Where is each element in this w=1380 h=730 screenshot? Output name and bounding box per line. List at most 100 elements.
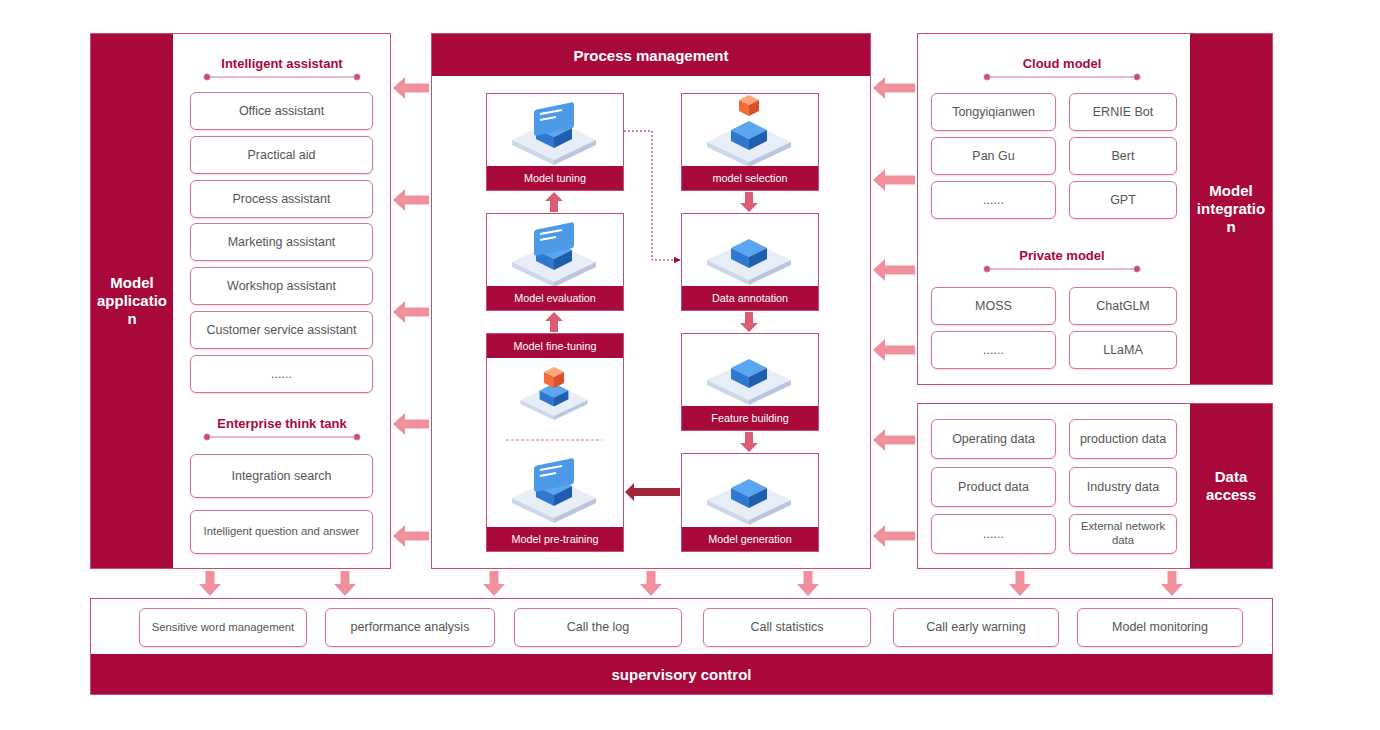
control-panel: supervisory controlSensitive word manage…	[90, 598, 1273, 695]
heading-dot	[1134, 266, 1140, 272]
item-box: External network data	[1069, 514, 1177, 554]
item-label: ......	[978, 193, 1009, 208]
flow-arrow	[740, 312, 758, 332]
item-box: MOSS	[931, 287, 1056, 325]
process-card: model selection	[681, 93, 819, 191]
heading-rule	[987, 269, 1137, 270]
item-label: Model monitoring	[1107, 620, 1213, 635]
card-caption: Model fine-tuning	[487, 334, 623, 358]
item-label: Workshop assistant	[222, 279, 341, 294]
finetune-illustration	[520, 383, 587, 420]
item-box: Model monitoring	[1077, 608, 1243, 647]
flow-arrow	[545, 192, 563, 212]
card-caption: Model pre-training	[487, 527, 623, 551]
item-box: Office assistant	[190, 92, 373, 130]
item-box: GPT	[1069, 181, 1177, 219]
flow-arrow	[873, 77, 915, 361]
item-box: LLaMA	[1069, 331, 1177, 369]
item-label: MOSS	[970, 299, 1017, 314]
item-box: Call the log	[514, 608, 682, 647]
heading-dot	[204, 74, 210, 80]
item-label: ......	[978, 527, 1009, 542]
process-panel: Process management model selectionData an…	[431, 33, 871, 569]
flow-arrow	[393, 77, 429, 547]
panel-title: Model integration	[1190, 34, 1272, 384]
item-box: ......	[931, 331, 1056, 369]
item-label: Tongyiqianwen	[947, 105, 1040, 120]
flow-arrow	[483, 571, 819, 596]
panel-title: Process management	[432, 34, 870, 76]
dashed-separator	[506, 440, 602, 441]
generation-illustration	[707, 479, 791, 525]
item-label: Bert	[1107, 149, 1140, 164]
item-box: Operating data	[931, 419, 1056, 459]
item-label: ......	[266, 367, 297, 382]
pretrain-screen	[534, 458, 574, 493]
tuning-screen	[534, 102, 574, 137]
item-label: Sensitive word management	[147, 621, 300, 635]
annotation-illustration	[707, 239, 791, 285]
item-box: Process assistant	[190, 180, 373, 218]
item-label: Call statistics	[746, 620, 829, 635]
side-panel: Data accessproduction dataOperating data…	[917, 403, 1273, 569]
item-label: Call early warning	[921, 620, 1030, 635]
item-box: Sensitive word management	[139, 608, 307, 647]
heading-rule	[207, 437, 357, 438]
item-label: External network data	[1070, 520, 1176, 547]
flow-arrow	[873, 429, 915, 547]
item-label: Integration search	[226, 469, 336, 484]
item-label: Product data	[953, 480, 1034, 495]
flow-arrow	[740, 192, 758, 212]
item-box: performance analysis	[325, 608, 495, 647]
heading-dot	[204, 434, 210, 440]
selection-illustration	[707, 121, 791, 167]
item-label: Pan Gu	[967, 149, 1019, 164]
process-card: Model fine-tuningModel pre-training	[486, 333, 624, 552]
section-heading: Private model	[1019, 248, 1104, 263]
item-box: Call early warning	[893, 608, 1059, 647]
card-illustrations	[506, 95, 791, 525]
flow-arrow	[1009, 571, 1183, 596]
item-box: Workshop assistant	[190, 267, 373, 305]
selection-cube	[739, 95, 759, 116]
item-label: performance analysis	[346, 620, 475, 635]
card-caption: model selection	[682, 166, 818, 190]
card-caption: Model tuning	[487, 166, 623, 190]
item-box: ......	[931, 514, 1056, 554]
process-card: Data annotation	[681, 213, 819, 311]
panel-title: Model application	[91, 34, 173, 568]
heading-dot	[1134, 74, 1140, 80]
evaluation-screen	[534, 222, 574, 257]
flow-arrow	[740, 432, 758, 452]
section-heading: Intelligent assistant	[221, 56, 342, 71]
item-box: Customer service assistant	[190, 311, 373, 349]
feedback-arrow	[624, 131, 680, 260]
flow-arrow	[199, 571, 356, 596]
item-box: Intelligent question and answer	[190, 510, 373, 554]
flow-arrow	[545, 312, 563, 332]
item-label: Customer service assistant	[201, 323, 361, 338]
item-box: production data	[1069, 419, 1177, 459]
feature-illustration	[707, 359, 791, 405]
item-box: Industry data	[1069, 467, 1177, 507]
card-caption: Data annotation	[682, 286, 818, 310]
item-label: ......	[978, 343, 1009, 358]
item-label: Office assistant	[234, 104, 329, 119]
side-panel: Model integration ERNIE Bot TongyiqianwenB…	[917, 33, 1273, 385]
item-label: Marketing assistant	[223, 235, 341, 250]
item-label: Intelligent question and answer	[199, 525, 365, 539]
item-label: Practical aid	[242, 148, 320, 163]
item-label: LLaMA	[1098, 343, 1148, 358]
process-card: Feature building	[681, 333, 819, 431]
flow-arrow	[625, 483, 680, 501]
item-box: Integration search	[190, 454, 373, 498]
item-label: production data	[1075, 432, 1171, 447]
item-label: ChatGLM	[1091, 299, 1155, 314]
item-label: Industry data	[1082, 480, 1164, 495]
process-card: Model evaluation	[486, 213, 624, 311]
item-box: Call statistics	[703, 608, 871, 647]
item-box: ERNIE Bot	[1069, 93, 1177, 131]
side-panel: Model application Office assistantPractic…	[90, 33, 391, 569]
heading-dot	[354, 434, 360, 440]
item-box: Product data	[931, 467, 1056, 507]
